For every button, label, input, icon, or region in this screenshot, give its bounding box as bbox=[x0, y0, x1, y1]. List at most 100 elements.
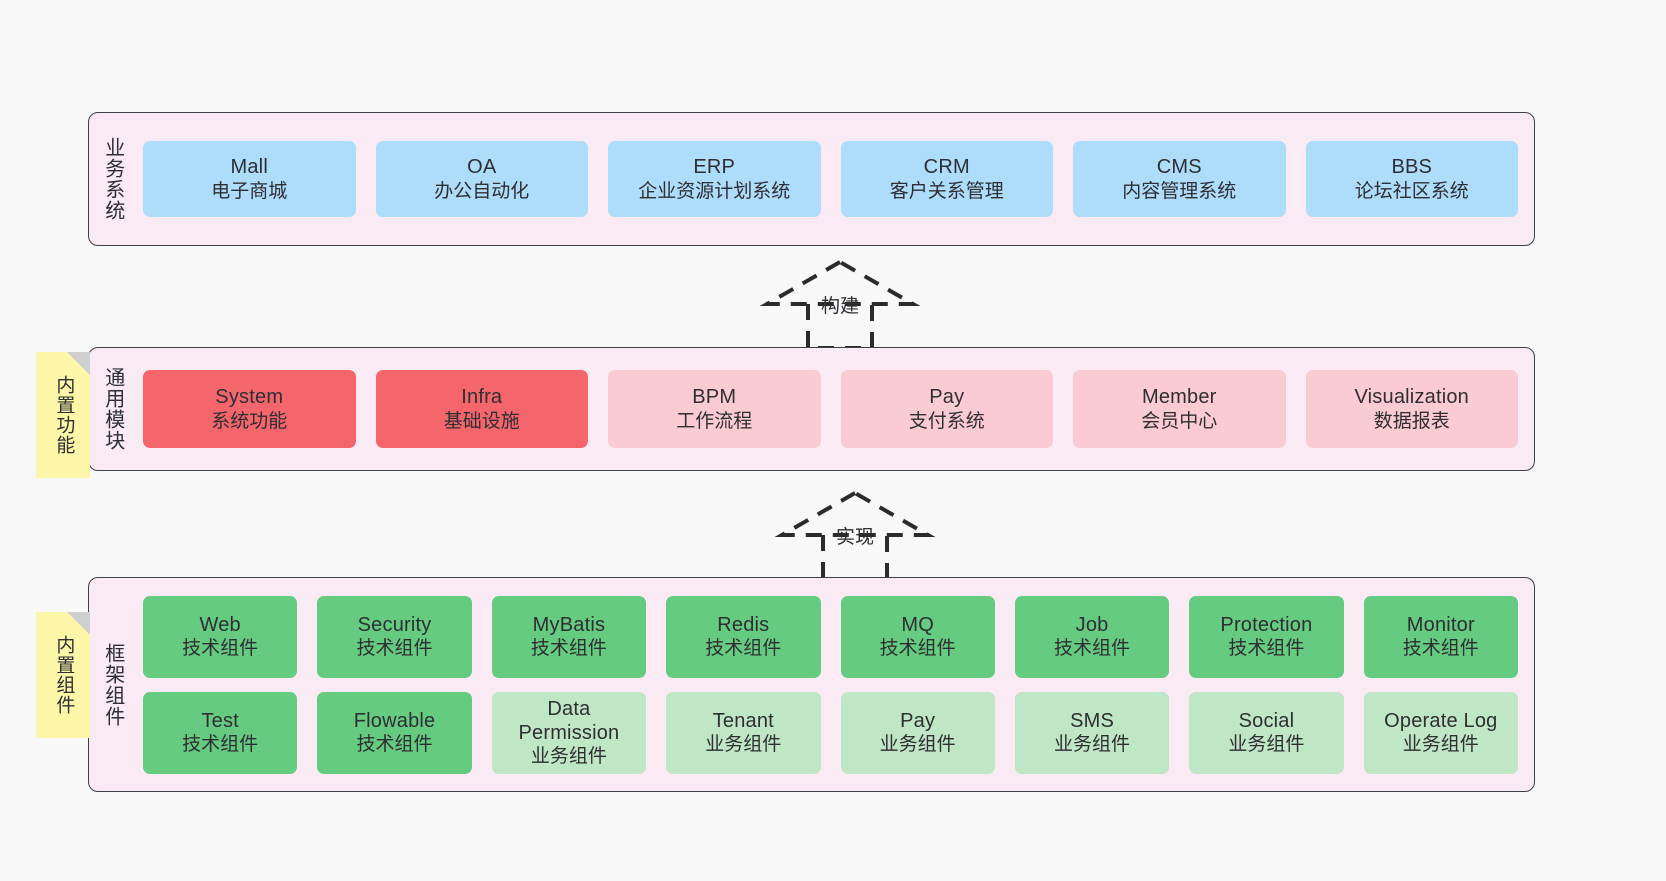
card-pay-business[interactable]: Pay 业务组件 bbox=[840, 691, 995, 774]
card-title-en: Security bbox=[357, 613, 432, 636]
card-title-en: Pay bbox=[929, 386, 965, 409]
card-title-cn: 技术组件 bbox=[356, 638, 433, 660]
layer-body-common-module: System 系统功能 Infra 基础设施 BPM 工作流程 Pay 支付系统… bbox=[135, 348, 1534, 470]
card-title-cn: 办公自动化 bbox=[434, 180, 530, 202]
card-protection[interactable]: Protection 技术组件 bbox=[1189, 595, 1344, 678]
card-title-en: Data Permission bbox=[518, 697, 620, 744]
card-flowable[interactable]: Flowable 技术组件 bbox=[317, 691, 472, 774]
card-tenant[interactable]: Tenant 业务组件 bbox=[666, 691, 821, 774]
card-social[interactable]: Social 业务组件 bbox=[1189, 691, 1344, 774]
card-oa[interactable]: OA 办公自动化 bbox=[375, 141, 588, 217]
card-title-cn: 论坛社区系统 bbox=[1354, 180, 1469, 202]
layer-body-business-system: Mall 电子商城 OA 办公自动化 ERP 企业资源计划系统 CRM 客户关系… bbox=[135, 113, 1534, 245]
card-title-cn: 内容管理系统 bbox=[1122, 180, 1237, 202]
card-title-en: Mall bbox=[230, 156, 268, 179]
sticky-note-text: 内置功能 bbox=[53, 375, 75, 455]
card-title-cn: 技术组件 bbox=[1054, 638, 1131, 660]
card-title-en: BBS bbox=[1391, 156, 1433, 179]
layer-panel-common-module: 通用模块 System 系统功能 Infra 基础设施 BPM 工作流程 Pay… bbox=[88, 347, 1535, 471]
card-mq[interactable]: MQ 技术组件 bbox=[840, 595, 995, 678]
card-title-cn: 系统功能 bbox=[211, 410, 288, 432]
card-title-en: Test bbox=[201, 709, 239, 732]
sticky-note-builtin-feature: 内置功能 bbox=[36, 352, 90, 478]
card-title-cn: 技术组件 bbox=[530, 638, 607, 660]
card-row: Test 技术组件 Flowable 技术组件 Data Permission … bbox=[143, 691, 1518, 774]
card-title-en: Protection bbox=[1220, 613, 1313, 636]
sticky-note-text: 内置组件 bbox=[53, 635, 75, 715]
card-title-cn: 业务组件 bbox=[1228, 734, 1305, 756]
card-title-en: Monitor bbox=[1406, 613, 1475, 636]
card-title-en: Redis bbox=[717, 613, 770, 636]
card-title-en: Job bbox=[1075, 613, 1109, 636]
card-title-cn: 技术组件 bbox=[879, 638, 956, 660]
card-title-en: Operate Log bbox=[1384, 709, 1498, 732]
card-title-en: CRM bbox=[923, 156, 970, 179]
card-security[interactable]: Security 技术组件 bbox=[317, 595, 472, 678]
card-monitor[interactable]: Monitor 技术组件 bbox=[1363, 595, 1518, 678]
card-sms[interactable]: SMS 业务组件 bbox=[1014, 691, 1170, 774]
card-title-en: Member bbox=[1141, 386, 1217, 409]
card-title-cn: 支付系统 bbox=[908, 410, 985, 432]
layer-title-common-module: 通用模块 bbox=[101, 367, 124, 451]
card-title-cn: 业务组件 bbox=[1402, 734, 1479, 756]
card-title-en: Tenant bbox=[712, 709, 774, 732]
card-title-cn: 技术组件 bbox=[705, 638, 782, 660]
card-title-en: Visualization bbox=[1354, 386, 1470, 409]
card-title-en: Pay bbox=[900, 709, 936, 732]
card-data-permission[interactable]: Data Permission 业务组件 bbox=[491, 691, 647, 774]
connector-implement: 实现 bbox=[770, 489, 940, 581]
card-mybatis[interactable]: MyBatis 技术组件 bbox=[491, 595, 647, 678]
card-row: System 系统功能 Infra 基础设施 BPM 工作流程 Pay 支付系统… bbox=[143, 370, 1518, 448]
card-title-en: Social bbox=[1238, 709, 1295, 732]
connector-label-implement: 实现 bbox=[835, 527, 875, 548]
card-web[interactable]: Web 技术组件 bbox=[143, 595, 298, 678]
card-title-cn: 技术组件 bbox=[1402, 638, 1479, 660]
card-title-en: MyBatis bbox=[532, 613, 606, 636]
layer-panel-business-system: 业务系统 Mall 电子商城 OA 办公自动化 ERP 企业资源计划系统 CRM… bbox=[88, 112, 1535, 246]
layer-title-framework-component: 框架组件 bbox=[101, 642, 124, 727]
card-title-en: System bbox=[215, 386, 284, 409]
card-redis[interactable]: Redis 技术组件 bbox=[666, 595, 821, 678]
layer-panel-framework-component: 框架组件 Web 技术组件 Security 技术组件 MyBatis 技术组件… bbox=[88, 577, 1535, 792]
layer-title-business-system: 业务系统 bbox=[101, 137, 124, 221]
card-visualization[interactable]: Visualization 数据报表 bbox=[1305, 370, 1518, 448]
card-title-cn: 会员中心 bbox=[1141, 410, 1218, 432]
card-title-en: SMS bbox=[1070, 709, 1115, 732]
card-crm[interactable]: CRM 客户关系管理 bbox=[840, 141, 1053, 217]
card-cms[interactable]: CMS 内容管理系统 bbox=[1073, 141, 1286, 217]
card-title-en: MQ bbox=[901, 613, 934, 636]
card-title-en: CMS bbox=[1156, 156, 1202, 179]
connector-label-build: 构建 bbox=[820, 296, 860, 317]
card-title-cn: 企业资源计划系统 bbox=[638, 180, 791, 202]
card-pay[interactable]: Pay 支付系统 bbox=[840, 370, 1053, 448]
card-title-cn: 客户关系管理 bbox=[889, 180, 1004, 202]
card-row: Web 技术组件 Security 技术组件 MyBatis 技术组件 Redi… bbox=[143, 595, 1518, 678]
page-fold-icon bbox=[67, 612, 90, 635]
card-title-cn: 业务组件 bbox=[1054, 734, 1131, 756]
card-title-en: Flowable bbox=[353, 709, 436, 732]
card-title-cn: 工作流程 bbox=[676, 410, 753, 432]
card-operate-log[interactable]: Operate Log 业务组件 bbox=[1363, 691, 1518, 774]
card-bpm[interactable]: BPM 工作流程 bbox=[608, 370, 821, 448]
card-job[interactable]: Job 技术组件 bbox=[1014, 595, 1170, 678]
card-title-cn: 数据报表 bbox=[1373, 410, 1450, 432]
card-mall[interactable]: Mall 电子商城 bbox=[143, 141, 356, 217]
card-system[interactable]: System 系统功能 bbox=[143, 370, 356, 448]
card-infra[interactable]: Infra 基础设施 bbox=[375, 370, 588, 448]
sticky-note-builtin-component: 内置组件 bbox=[36, 612, 90, 738]
card-title-cn: 业务组件 bbox=[530, 746, 607, 768]
card-member[interactable]: Member 会员中心 bbox=[1073, 370, 1286, 448]
card-title-cn: 业务组件 bbox=[879, 734, 956, 756]
card-erp[interactable]: ERP 企业资源计划系统 bbox=[608, 141, 821, 217]
card-test[interactable]: Test 技术组件 bbox=[143, 691, 298, 774]
card-title-en: OA bbox=[467, 156, 497, 179]
page-fold-icon bbox=[67, 352, 90, 375]
card-title-en: BPM bbox=[692, 386, 737, 409]
card-title-cn: 技术组件 bbox=[356, 734, 433, 756]
card-title-cn: 技术组件 bbox=[182, 638, 259, 660]
card-bbs[interactable]: BBS 论坛社区系统 bbox=[1305, 141, 1518, 217]
card-title-cn: 技术组件 bbox=[182, 734, 259, 756]
card-title-cn: 电子商城 bbox=[211, 180, 288, 202]
card-title-en: ERP bbox=[693, 156, 736, 179]
